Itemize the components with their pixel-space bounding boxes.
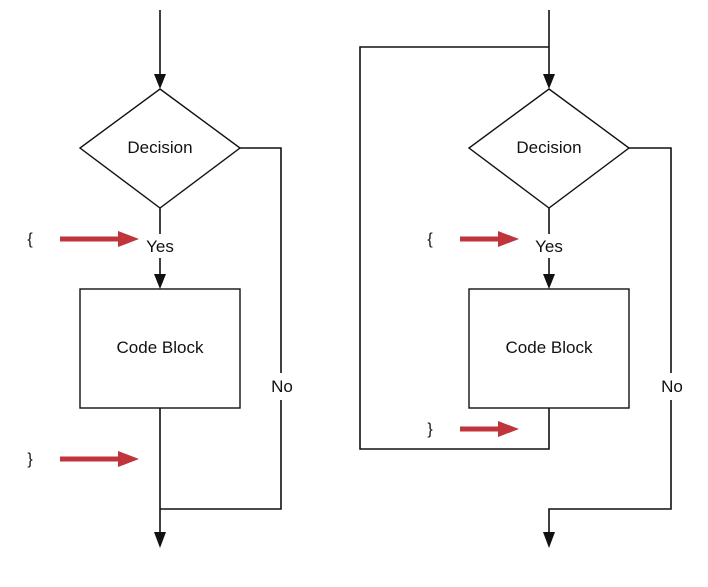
right-yes-label: Yes — [535, 237, 563, 256]
right-no-label: No — [661, 377, 683, 396]
right-open-red-arrowhead — [498, 231, 519, 247]
left-close-red-arrowhead — [118, 451, 139, 467]
left-no-path-lower — [160, 400, 282, 510]
right-close-brace: } — [427, 421, 433, 438]
right-code-block — [468, 288, 630, 409]
right-block-arrowhead — [543, 274, 555, 289]
right-open-brace: { — [427, 231, 433, 248]
right-no-path-lower — [548, 400, 672, 534]
left-entry-arrowhead — [154, 74, 166, 89]
right-entry-arrowhead — [543, 74, 555, 89]
left-exit-arrowhead — [154, 532, 166, 548]
left-close-brace: } — [27, 451, 33, 468]
right-flowchart: Decision Yes Code Block No { } — [359, 10, 683, 548]
left-code-block-label: Code Block — [117, 338, 204, 357]
left-code-block — [79, 288, 241, 409]
right-exit-arrowhead — [543, 532, 555, 548]
left-flowchart: Decision Yes Code Block No { } — [27, 10, 293, 548]
right-close-red-arrowhead — [498, 421, 519, 437]
left-open-red-arrowhead — [118, 231, 139, 247]
right-loop-back-path — [359, 46, 550, 450]
left-open-brace: { — [27, 231, 33, 248]
left-block-arrowhead — [154, 274, 166, 289]
right-no-path-upper — [629, 147, 672, 373]
left-no-path-upper — [240, 147, 282, 373]
right-code-block-label: Code Block — [506, 338, 593, 357]
left-decision-label: Decision — [127, 138, 192, 157]
left-yes-label: Yes — [146, 237, 174, 256]
right-decision-label: Decision — [516, 138, 581, 157]
left-no-label: No — [271, 377, 293, 396]
